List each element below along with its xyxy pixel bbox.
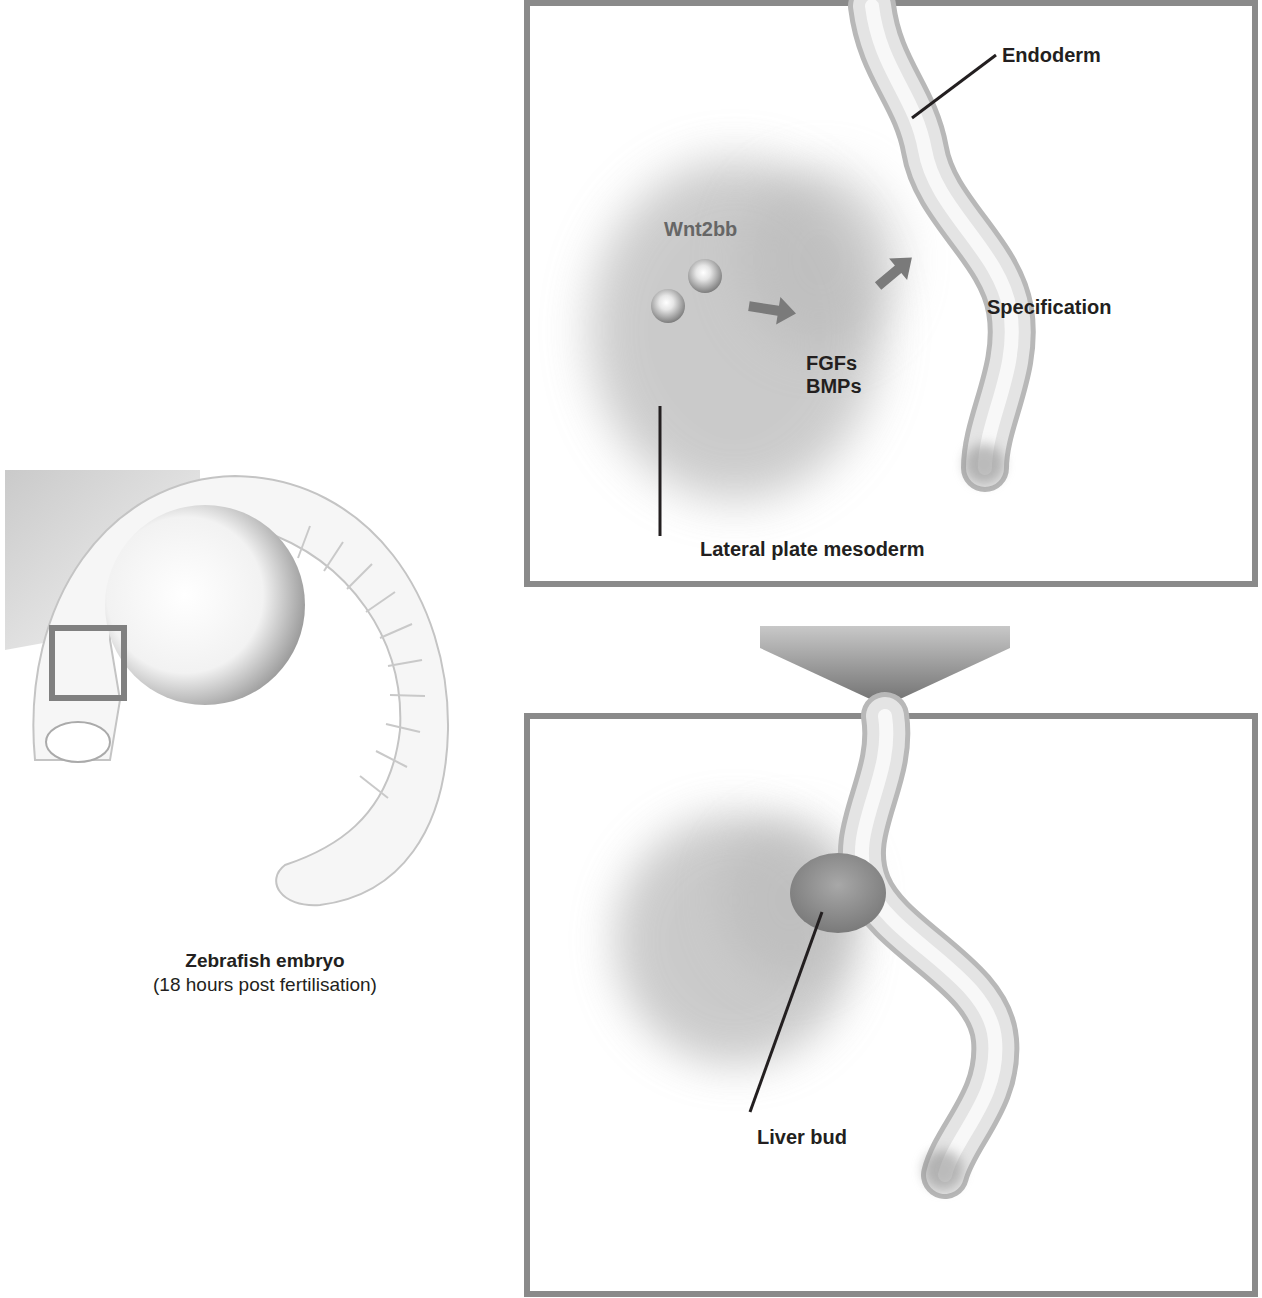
figure-caption: Zebrafish embryo bbox=[100, 950, 430, 972]
bottom-mesoderm-cloud bbox=[615, 815, 860, 1065]
node-label: Specification bbox=[987, 296, 1111, 319]
wnt-sphere bbox=[651, 289, 685, 323]
bottom-panel-frame bbox=[527, 716, 1255, 1294]
signal-arrow bbox=[875, 258, 912, 290]
node-label: Liver bud bbox=[757, 1126, 847, 1149]
endoderm-tube-shape bbox=[872, 6, 1012, 484]
liver-bud: Liver bud bbox=[700, 850, 890, 1160]
caption-note: (18 hours post fertilisation) bbox=[80, 974, 450, 996]
leader-line bbox=[659, 406, 662, 536]
liver-bud-shape bbox=[790, 853, 886, 933]
bottom-endoderm-tube bbox=[862, 716, 996, 1190]
leader-line bbox=[912, 55, 996, 118]
wnt-sphere bbox=[688, 259, 722, 293]
node-label: Lateral plate mesoderm bbox=[700, 538, 925, 561]
leader-line bbox=[750, 912, 822, 1112]
signal-source: Wnt2bb bbox=[648, 258, 745, 338]
endoderm-tube: EndodermSpecification bbox=[915, 5, 1130, 325]
mesoderm-cloud bbox=[590, 160, 900, 500]
node-label: Endoderm bbox=[1002, 44, 1101, 67]
node-label: Wnt2bb bbox=[664, 218, 737, 241]
mesoderm-region: Lateral plate mesoderm Wnt2bbFGFs BMPs bbox=[555, 120, 945, 565]
signal-arrow bbox=[748, 297, 796, 325]
top-panel-frame bbox=[527, 3, 1255, 584]
node-label: FGFs BMPs bbox=[806, 352, 868, 398]
signal-factors: FGFs BMPs bbox=[800, 240, 875, 400]
zebrafish-embryo bbox=[5, 470, 448, 905]
